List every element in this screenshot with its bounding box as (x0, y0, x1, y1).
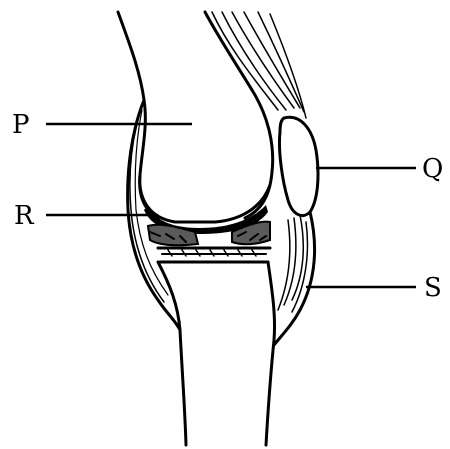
label-q: Q (422, 154, 443, 184)
label-p: P (12, 110, 30, 140)
patellar-ligament (274, 212, 315, 345)
tibia-plateau (158, 248, 270, 262)
tibia (158, 262, 275, 445)
patella (279, 117, 318, 215)
label-r: R (14, 201, 35, 231)
label-s: S (424, 273, 442, 303)
